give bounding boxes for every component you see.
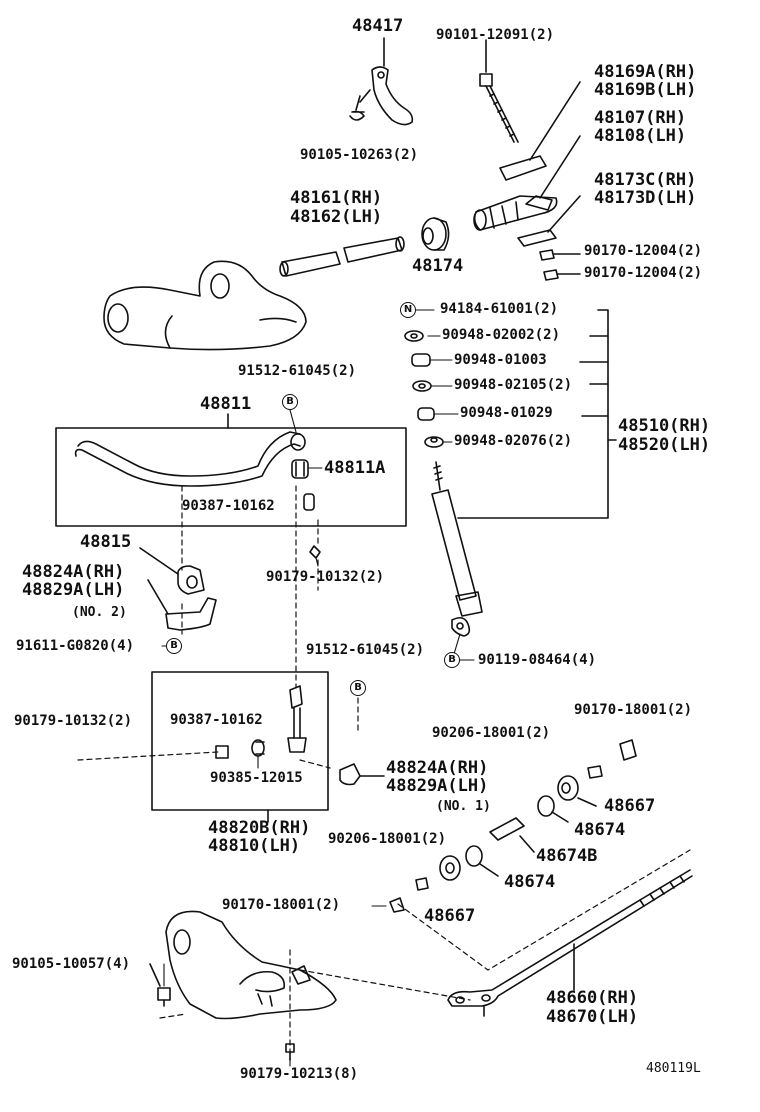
label-48660: 48660(RH) (546, 988, 639, 1008)
label-90948-01003: 90948-01003 (454, 352, 547, 368)
shaft-48107 (473, 135, 581, 231)
label-90105-10057: 90105-10057(4) (12, 956, 131, 972)
label-90948-01029: 90948-01029 (460, 405, 553, 421)
label-48674-lower: 48674 (504, 872, 556, 892)
label-90206-upper: 90206-18001(2) (432, 725, 551, 741)
plate-48173 (517, 195, 581, 281)
bracket-48815 (139, 547, 217, 631)
callout-n: N (400, 302, 416, 318)
label-48670: 48670(LH) (546, 1007, 639, 1027)
label-90385: 90385-12015 (210, 770, 303, 786)
strut-bushings (389, 739, 637, 913)
upper-arm (103, 260, 307, 351)
label-48510: 48510(RH) (618, 416, 711, 436)
bracket-48417 (349, 37, 414, 126)
stabilizer-link (215, 685, 385, 786)
label-90948-02002: 90948-02002(2) (442, 327, 561, 343)
label-48173d: 48173D(LH) (594, 188, 697, 208)
pin-48161 (279, 236, 405, 277)
label-48820b: 48820B(RH) (208, 818, 311, 838)
lower-arm (149, 910, 337, 1061)
label-90948-02076: 90948-02076(2) (454, 433, 573, 449)
label-48169a: 48169A(RH) (594, 62, 697, 82)
label-48161: 48161(RH) (290, 188, 383, 208)
callout-b-upper: B (282, 394, 298, 410)
shock-bracket (457, 309, 617, 519)
label-90179-lower: 90179-10132(2) (14, 713, 133, 729)
callout-b-link: B (350, 680, 366, 696)
label-48674-upper: 48674 (574, 820, 626, 840)
label-48810: 48810(LH) (208, 836, 301, 856)
label-90170-18001-lower: 90170-18001(2) (222, 897, 341, 913)
shock-absorber (431, 461, 483, 637)
diagram-reference-code: 480119L (646, 1061, 701, 1076)
label-91512-lower: 91512-61045(2) (306, 642, 425, 658)
label-48829a-no1: 48829A(LH) (386, 776, 489, 796)
label-no2: (NO. 2) (72, 605, 127, 620)
shock-washers (404, 330, 444, 448)
label-90948-02105: 90948-02105(2) (454, 377, 573, 393)
strut-bar (447, 869, 693, 1017)
label-90170-12004-a: 90170-12004(2) (584, 243, 703, 259)
label-48811a: 48811A (324, 458, 386, 478)
label-91512-upper: 91512-61045(2) (238, 363, 357, 379)
label-48107: 48107(RH) (594, 108, 687, 128)
stabilizer-bar (74, 431, 306, 487)
label-90101: 90101-12091(2) (436, 27, 555, 43)
label-48824a-no1: 48824A(RH) (386, 758, 489, 778)
shim-48169 (499, 81, 581, 181)
label-48520: 48520(LH) (618, 435, 711, 455)
leader-lines (161, 309, 475, 1067)
label-48174: 48174 (412, 256, 464, 276)
label-48829a-no2: 48829A(LH) (22, 580, 125, 600)
label-94184: 94184-61001(2) (440, 301, 559, 317)
label-48811: 48811 (200, 394, 252, 414)
label-90119: 90119-08464(4) (478, 652, 597, 668)
label-91611: 91611-G0820(4) (16, 638, 135, 654)
label-90387-lower: 90387-10162 (170, 712, 263, 728)
label-48169b: 48169B(LH) (594, 80, 697, 100)
label-48417: 48417 (352, 16, 404, 36)
callout-b-shock: B (444, 652, 460, 668)
label-90170-18001-upper: 90170-18001(2) (574, 702, 693, 718)
label-no1: (NO. 1) (436, 799, 491, 814)
label-48824a-no2: 48824A(RH) (22, 562, 125, 582)
callout-b-clamp: B (166, 638, 182, 654)
label-48162: 48162(LH) (290, 207, 383, 227)
link-box (151, 671, 329, 823)
stabilizer-box (55, 413, 407, 527)
label-48667-lower: 48667 (424, 906, 476, 926)
label-48108: 48108(LH) (594, 126, 687, 146)
label-48815: 48815 (80, 532, 132, 552)
bushing-48174 (421, 217, 450, 251)
label-48674b: 48674B (536, 846, 598, 866)
label-90105-10263: 90105-10263(2) (300, 147, 419, 163)
label-90170-12004-b: 90170-12004(2) (584, 265, 703, 281)
label-90179-upper: 90179-10132(2) (266, 569, 385, 585)
bolt-90101 (479, 39, 519, 143)
label-90387-upper: 90387-10162 (182, 498, 275, 514)
label-90206-lower: 90206-18001(2) (328, 831, 447, 847)
label-48667-upper: 48667 (604, 796, 656, 816)
label-48173c: 48173C(RH) (594, 170, 697, 190)
label-90179-10213: 90179-10213(8) (240, 1066, 359, 1082)
